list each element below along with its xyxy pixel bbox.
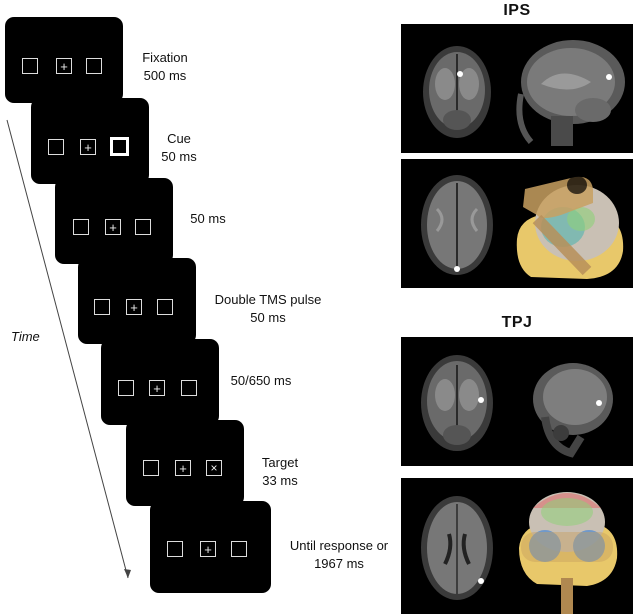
fixation-cross: +	[84, 139, 92, 155]
label-line: 500 ms	[143, 68, 187, 83]
ips-title: IPS	[503, 2, 531, 19]
fixation-screen: +	[5, 17, 123, 103]
isi-label: 50 ms	[183, 210, 233, 228]
target-x: ×	[210, 461, 218, 475]
label-line: 50 ms	[250, 310, 286, 325]
cued-right-box	[110, 137, 129, 156]
ips-panel	[401, 24, 633, 288]
center-fixation-box: +	[56, 58, 72, 74]
target-label: Target 33 ms	[250, 454, 310, 490]
fixation-label: Fixation 500 ms	[130, 49, 200, 85]
left-placeholder-box	[22, 58, 38, 74]
response-label: Until response or 1967 ms	[279, 537, 399, 573]
cue-screen: +	[31, 98, 149, 184]
fixation-cross: +	[153, 380, 161, 396]
tpj-head-model	[501, 478, 633, 614]
label-line: Until response or	[289, 538, 389, 553]
left-placeholder-box	[48, 139, 64, 155]
fixation-cross: +	[204, 541, 212, 557]
right-placeholder-box	[135, 219, 151, 235]
ips-axial-mri	[401, 159, 514, 288]
label-line: 50 ms	[190, 211, 226, 226]
label-line: Target	[261, 455, 299, 470]
soa-screen: +	[101, 339, 219, 425]
label-line: 50/650 ms	[230, 373, 292, 388]
left-placeholder-box	[94, 299, 110, 315]
right-placeholder-box	[181, 380, 197, 396]
label-line: Fixation	[142, 50, 188, 65]
soa-label: 50/650 ms	[226, 372, 296, 390]
label-line: Cue	[167, 131, 191, 146]
tms-screen: +	[78, 258, 196, 344]
left-placeholder-box	[167, 541, 183, 557]
tpj-title: TPJ	[501, 314, 533, 331]
cue-label: Cue 50 ms	[149, 130, 209, 166]
fixation-cross: +	[130, 299, 138, 315]
ips-sagittal-mri	[501, 24, 633, 153]
isi-screen: +	[55, 178, 173, 264]
target-screen: + ×	[126, 420, 244, 506]
center-fixation-box: +	[200, 541, 216, 557]
fixation-cross: +	[109, 219, 117, 235]
center-fixation-box: +	[149, 380, 165, 396]
ips-head-model	[501, 159, 633, 288]
tpj-sagittal-mri	[501, 337, 633, 466]
time-axis-label: Time	[11, 329, 40, 344]
tpj-coronal-mri	[401, 337, 514, 466]
right-placeholder-box	[157, 299, 173, 315]
left-placeholder-box	[73, 219, 89, 235]
label-line: 1967 ms	[314, 556, 364, 571]
label-line: Double TMS pulse	[214, 292, 322, 307]
right-placeholder-box	[231, 541, 247, 557]
center-fixation-box: +	[105, 219, 121, 235]
fixation-cross: +	[179, 460, 187, 476]
right-placeholder-box	[86, 58, 102, 74]
center-fixation-box: +	[126, 299, 142, 315]
center-fixation-box: +	[175, 460, 191, 476]
left-placeholder-box	[143, 460, 159, 476]
tpj-axial-mri	[401, 478, 514, 614]
left-placeholder-box	[118, 380, 134, 396]
response-screen: +	[150, 501, 271, 593]
tms-label: Double TMS pulse 50 ms	[203, 291, 333, 327]
tpj-panel	[401, 337, 633, 614]
label-line: 50 ms	[161, 149, 197, 164]
center-fixation-box: +	[80, 139, 96, 155]
fixation-cross: +	[60, 58, 68, 74]
target-box: ×	[206, 460, 222, 476]
ips-coronal-mri	[401, 24, 514, 153]
label-line: 33 ms	[262, 473, 298, 488]
